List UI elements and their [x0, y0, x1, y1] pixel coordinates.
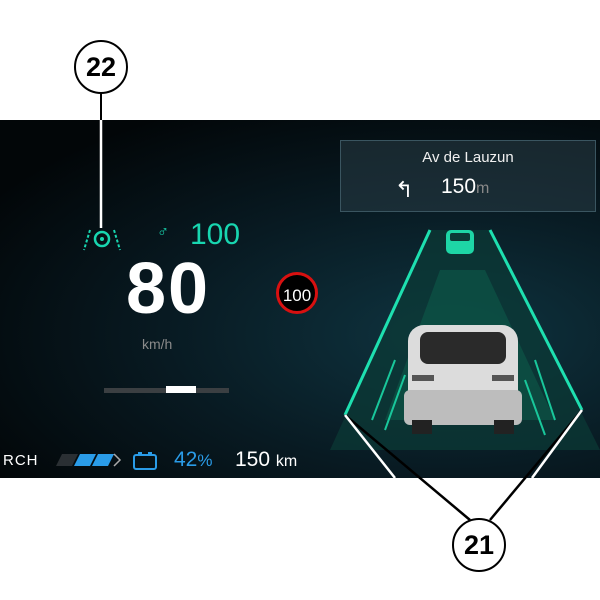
power-gauge — [104, 386, 229, 393]
range: 150 km — [235, 448, 297, 472]
range-value: 150 — [235, 448, 271, 471]
lane-visualization — [330, 229, 600, 450]
right-lane-line — [488, 229, 584, 411]
instrument-cluster: Av de Lauzun ↰ 150m ♂ 100 80 km/h 100 RC… — [0, 120, 600, 478]
own-vehicle — [404, 325, 522, 434]
roundabout-exit-left-icon: ↰ — [395, 177, 414, 202]
turn-distance: 150m — [441, 175, 489, 199]
street-name: Av de Lauzun — [422, 149, 514, 166]
current-speed: 80 — [126, 249, 211, 329]
drive-mode: RCH — [3, 452, 39, 469]
range-unit: km — [275, 453, 298, 470]
set-speed: 100 — [190, 218, 241, 251]
distance-unit: m — [476, 180, 490, 197]
lead-vehicle-icon — [446, 230, 474, 254]
navigation-panel: Av de Lauzun ↰ 150m — [340, 140, 596, 212]
speed-limit-sign: 100 — [276, 272, 318, 314]
power-gauge-indicator — [166, 386, 196, 393]
left-lane-line — [343, 229, 432, 416]
distance-value: 150 — [441, 175, 477, 198]
callout-21: 21 — [452, 518, 506, 572]
battery-icon — [133, 452, 157, 470]
battery-percent-unit: % — [197, 451, 213, 470]
battery-percent-value: 42 — [174, 448, 198, 471]
callout-22: 22 — [74, 40, 128, 94]
battery-percent: 42% — [174, 448, 212, 472]
speed-unit: km/h — [142, 336, 173, 352]
speed-limiter-icon: ♂ — [157, 224, 169, 241]
driver-assist-icon — [83, 229, 121, 251]
regen-gauge — [56, 453, 122, 467]
